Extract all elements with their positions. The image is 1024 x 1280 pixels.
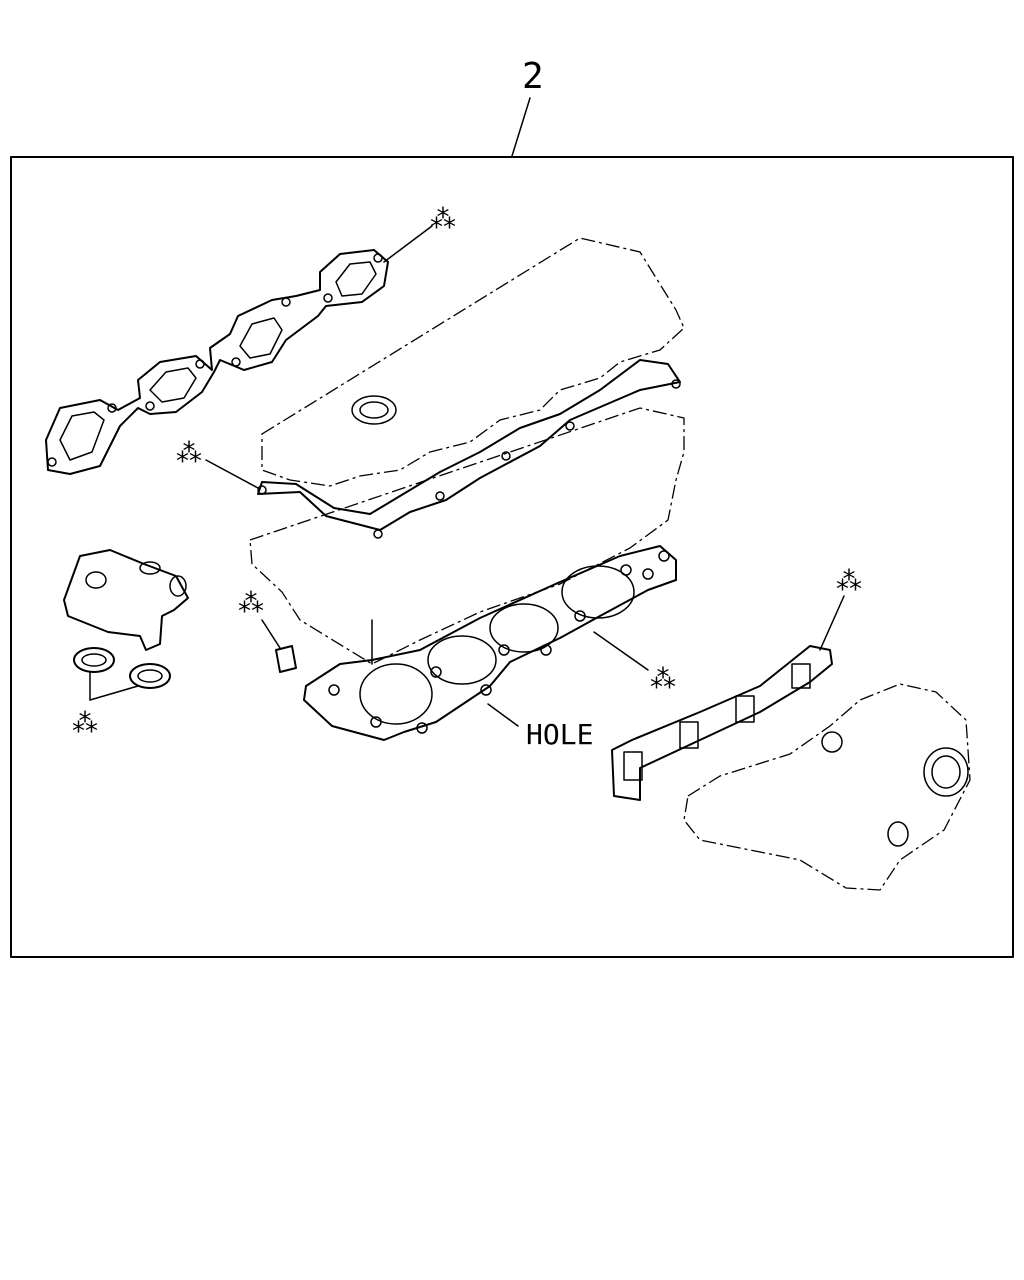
plug (261, 619, 297, 673)
o-ring-seals (73, 647, 171, 701)
asterisk-mark: ⁂ (176, 439, 202, 469)
kit-frame (10, 156, 1014, 958)
asterisk-mark: ⁂ (836, 567, 862, 597)
asterisk-mark: ⁂ (650, 665, 676, 695)
cylinder-head (249, 407, 685, 665)
intake-manifold (683, 683, 971, 891)
asterisk-mark: ⁂ (430, 205, 456, 235)
rocker-cover (261, 237, 685, 487)
asterisk-mark: ⁂ (72, 709, 98, 739)
thermostat-housing (63, 549, 189, 651)
cylinder-head-gasket (303, 545, 677, 741)
rocker-cover-gasket (205, 359, 681, 539)
asterisk-mark: ⁂ (238, 589, 264, 619)
exhaust-manifold-gasket (45, 225, 433, 475)
callout-number: 2 (522, 56, 544, 97)
hole-leader (487, 703, 519, 727)
hole-label: HOLE (526, 718, 593, 751)
callout-leader (511, 97, 531, 157)
intake-manifold-gasket (611, 595, 845, 801)
